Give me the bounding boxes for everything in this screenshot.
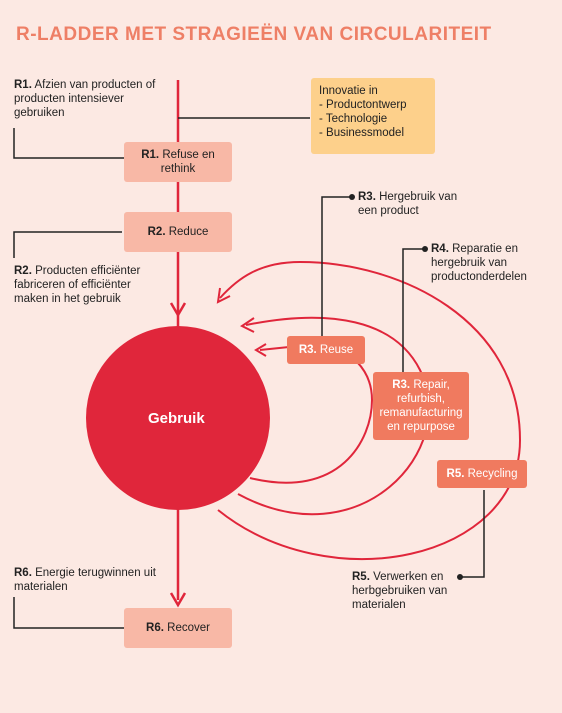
box-r3-label: Reuse xyxy=(319,344,354,356)
innovation-item: - Productontwerp xyxy=(319,99,407,111)
note-r3-code: R3. xyxy=(358,191,376,203)
box-r2-code: R2. xyxy=(147,226,166,238)
leader-r3 xyxy=(321,196,352,336)
note-r5: R5. Verwerken en herbgebruiken van mater… xyxy=(352,570,462,612)
note-r4-code: R4. xyxy=(431,243,449,255)
box-r2: R2. Reduce xyxy=(124,212,232,252)
loop-recycling xyxy=(217,260,522,561)
box-r6: R6. Recover xyxy=(124,608,232,648)
note-r5-text: Verwerken en herbgebruiken van materiale… xyxy=(352,571,448,611)
box-r1: R1. Refuse en rethink xyxy=(124,142,232,182)
box-r5: R5. Recycling xyxy=(437,460,527,488)
innovation-item: - Technologie xyxy=(319,113,388,125)
box-r5-label: Recycling xyxy=(467,468,518,480)
leader-r2 xyxy=(13,231,122,258)
note-r3-text: Hergebruik van een product xyxy=(358,191,458,217)
box-r3b-label: Repair, refurbish, remanufacturing en re… xyxy=(379,379,463,433)
box-r1-label: Refuse en rethink xyxy=(160,149,215,175)
note-r6-code: R6. xyxy=(14,567,32,579)
note-r2-text: Producten efficiënter fabriceren of effi… xyxy=(14,265,141,305)
box-r6-code: R6. xyxy=(146,622,164,634)
arrow-to-use xyxy=(169,302,187,318)
note-r6-text: Energie terugwinnen uit materialen xyxy=(14,567,156,593)
note-r1: R1. Afzien van producten of producten in… xyxy=(14,78,164,120)
leader-r4 xyxy=(402,248,425,372)
box-r3-reuse: R3. Reuse xyxy=(287,336,365,364)
leader-r1 xyxy=(13,128,124,159)
leader-r5 xyxy=(460,490,485,578)
innovation-heading: Innovatie in xyxy=(319,85,378,97)
diagram-title: R-LADDER MET STRAGIEËN VAN CIRCULARITEIT xyxy=(16,24,492,45)
arrow-to-recover xyxy=(169,592,187,608)
box-r3b-code: R3. xyxy=(392,379,411,391)
loop-repair-arrow xyxy=(240,317,255,333)
box-r3-code: R3. xyxy=(298,344,317,356)
innovation-box: Innovatie in - Productontwerp - Technolo… xyxy=(311,78,435,154)
note-r6: R6. Energie terugwinnen uit materialen xyxy=(14,566,164,594)
innovation-item: - Businessmodel xyxy=(319,127,405,139)
note-r1-code: R1. xyxy=(14,79,32,91)
center-circle xyxy=(86,326,270,510)
box-r3-repair: R3. Repair, refurbish, remanufacturing e… xyxy=(373,372,469,440)
note-r5-code: R5. xyxy=(352,571,370,583)
box-r6-label: Recover xyxy=(167,622,210,634)
note-r2-code: R2. xyxy=(14,265,32,277)
note-r4: R4. Reparatie en hergebruik van producto… xyxy=(431,242,551,284)
note-r3: R3. Hergebruik van een product xyxy=(358,190,468,218)
note-r4-text: Reparatie en hergebruik van productonder… xyxy=(431,243,527,283)
loop-reuse-arrow xyxy=(254,343,267,357)
note-r1-text: Afzien van producten of producten intens… xyxy=(14,79,156,119)
center-label: Gebruik xyxy=(148,410,205,427)
leader-r6 xyxy=(13,597,124,629)
loop-recycling-arrow xyxy=(216,287,231,304)
box-r5-code: R5. xyxy=(446,468,465,480)
note-r2: R2. Producten efficiënter fabriceren of … xyxy=(14,264,164,306)
box-r1-code: R1. xyxy=(141,149,160,161)
box-r2-label: Reduce xyxy=(168,226,209,238)
